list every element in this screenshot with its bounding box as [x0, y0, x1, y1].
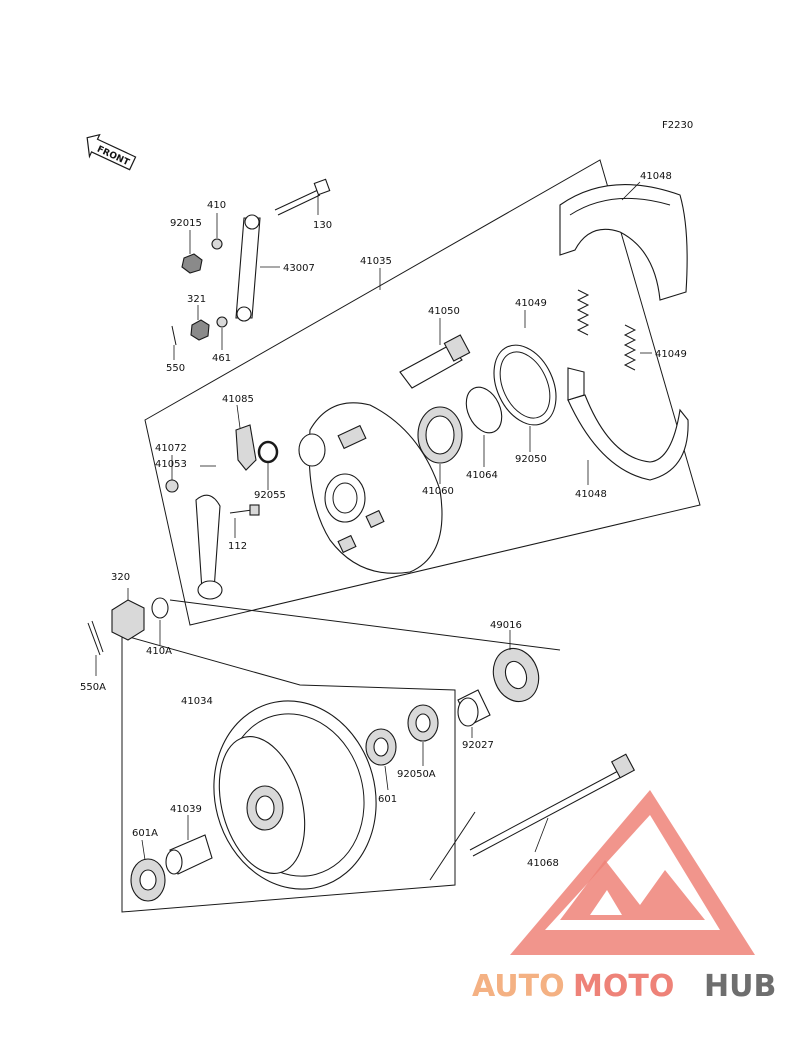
label-41049-lower: 41049 — [655, 349, 687, 360]
label-410A: 410A — [146, 646, 172, 657]
washer-410 — [211, 238, 223, 250]
brake-arm — [195, 494, 223, 600]
label-92055: 92055 — [254, 490, 286, 501]
label-461: 461 — [212, 353, 231, 364]
bearing-601A — [130, 858, 166, 902]
label-41048-upper: 41048 — [640, 171, 672, 182]
spring-lower — [623, 324, 637, 371]
hub-assembly-frame — [121, 634, 456, 913]
seal-49016 — [492, 647, 540, 703]
label-112: 112 — [228, 541, 247, 552]
label-601A: 601A — [132, 828, 158, 839]
nut-92015 — [181, 253, 203, 274]
bolt-130 — [274, 178, 331, 216]
label-92027: 92027 — [462, 740, 494, 751]
figure-code: F2230 — [662, 120, 693, 131]
watermark-hub: HUB — [704, 969, 776, 1004]
label-410: 410 — [207, 200, 226, 211]
label-130: 130 — [313, 220, 332, 231]
gear-41060 — [417, 406, 463, 464]
bolt-112 — [229, 504, 260, 516]
castle-nut-320 — [111, 599, 145, 641]
label-41035: 41035 — [360, 256, 392, 267]
brake-shoe-upper — [559, 184, 688, 301]
label-41072: 41072 — [155, 443, 187, 454]
label-92050A: 92050A — [397, 769, 436, 780]
axle-line-upper — [169, 599, 561, 651]
wear-indicator-41085 — [235, 424, 257, 471]
label-41049-upper: 41049 — [515, 298, 547, 309]
label-41050: 41050 — [428, 306, 460, 317]
label-321: 321 — [187, 294, 206, 305]
brake-shoe-lower — [567, 367, 689, 481]
o-ring-92055 — [257, 440, 279, 464]
label-41068: 41068 — [527, 858, 559, 869]
hub-41034 — [213, 700, 377, 890]
watermark-moto: MOTO — [573, 969, 674, 1004]
washer-410A — [151, 597, 169, 619]
watermark-auto: AUTO — [472, 969, 565, 1004]
brake-cam-41050 — [399, 334, 471, 389]
label-41034: 41034 — [181, 696, 213, 707]
label-41064: 41064 — [466, 470, 498, 481]
front-arrow-icon: FRONT — [86, 133, 137, 171]
brake-assembly-frame — [144, 159, 701, 626]
collar-92027 — [457, 689, 491, 727]
watermark-logo — [510, 790, 755, 955]
bearing-601 — [365, 728, 397, 766]
cotter-pin-550 — [171, 325, 177, 346]
label-41060: 41060 — [422, 486, 454, 497]
bearing-92050A — [407, 704, 439, 742]
label-41053: 41053 — [155, 459, 187, 470]
watermark-text: AUTO MOTO HUB — [472, 969, 776, 1004]
label-601: 601 — [378, 794, 397, 805]
axle-41068 — [469, 753, 636, 857]
spacer-41039 — [165, 834, 213, 875]
brake-panel-41035 — [298, 402, 443, 574]
nut-321 — [190, 319, 210, 341]
label-41039: 41039 — [170, 804, 202, 815]
label-550A: 550A — [80, 682, 106, 693]
washer-41072 — [165, 479, 179, 493]
plate-41064 — [465, 386, 503, 434]
label-41048-lower: 41048 — [575, 489, 607, 500]
label-43007: 43007 — [283, 263, 315, 274]
seal-92050 — [493, 344, 557, 426]
label-320: 320 — [111, 572, 130, 583]
label-550: 550 — [166, 363, 185, 374]
spring-upper — [576, 289, 590, 336]
label-92015: 92015 — [170, 218, 202, 229]
axle-line-lower — [429, 811, 476, 881]
washer-461 — [216, 316, 228, 328]
leader-lines — [95, 181, 652, 861]
label-49016: 49016 — [490, 620, 522, 631]
brake-lever-43007 — [235, 214, 261, 322]
label-41085: 41085 — [222, 394, 254, 405]
cotter-pin-550A — [87, 620, 104, 656]
label-92050: 92050 — [515, 454, 547, 465]
